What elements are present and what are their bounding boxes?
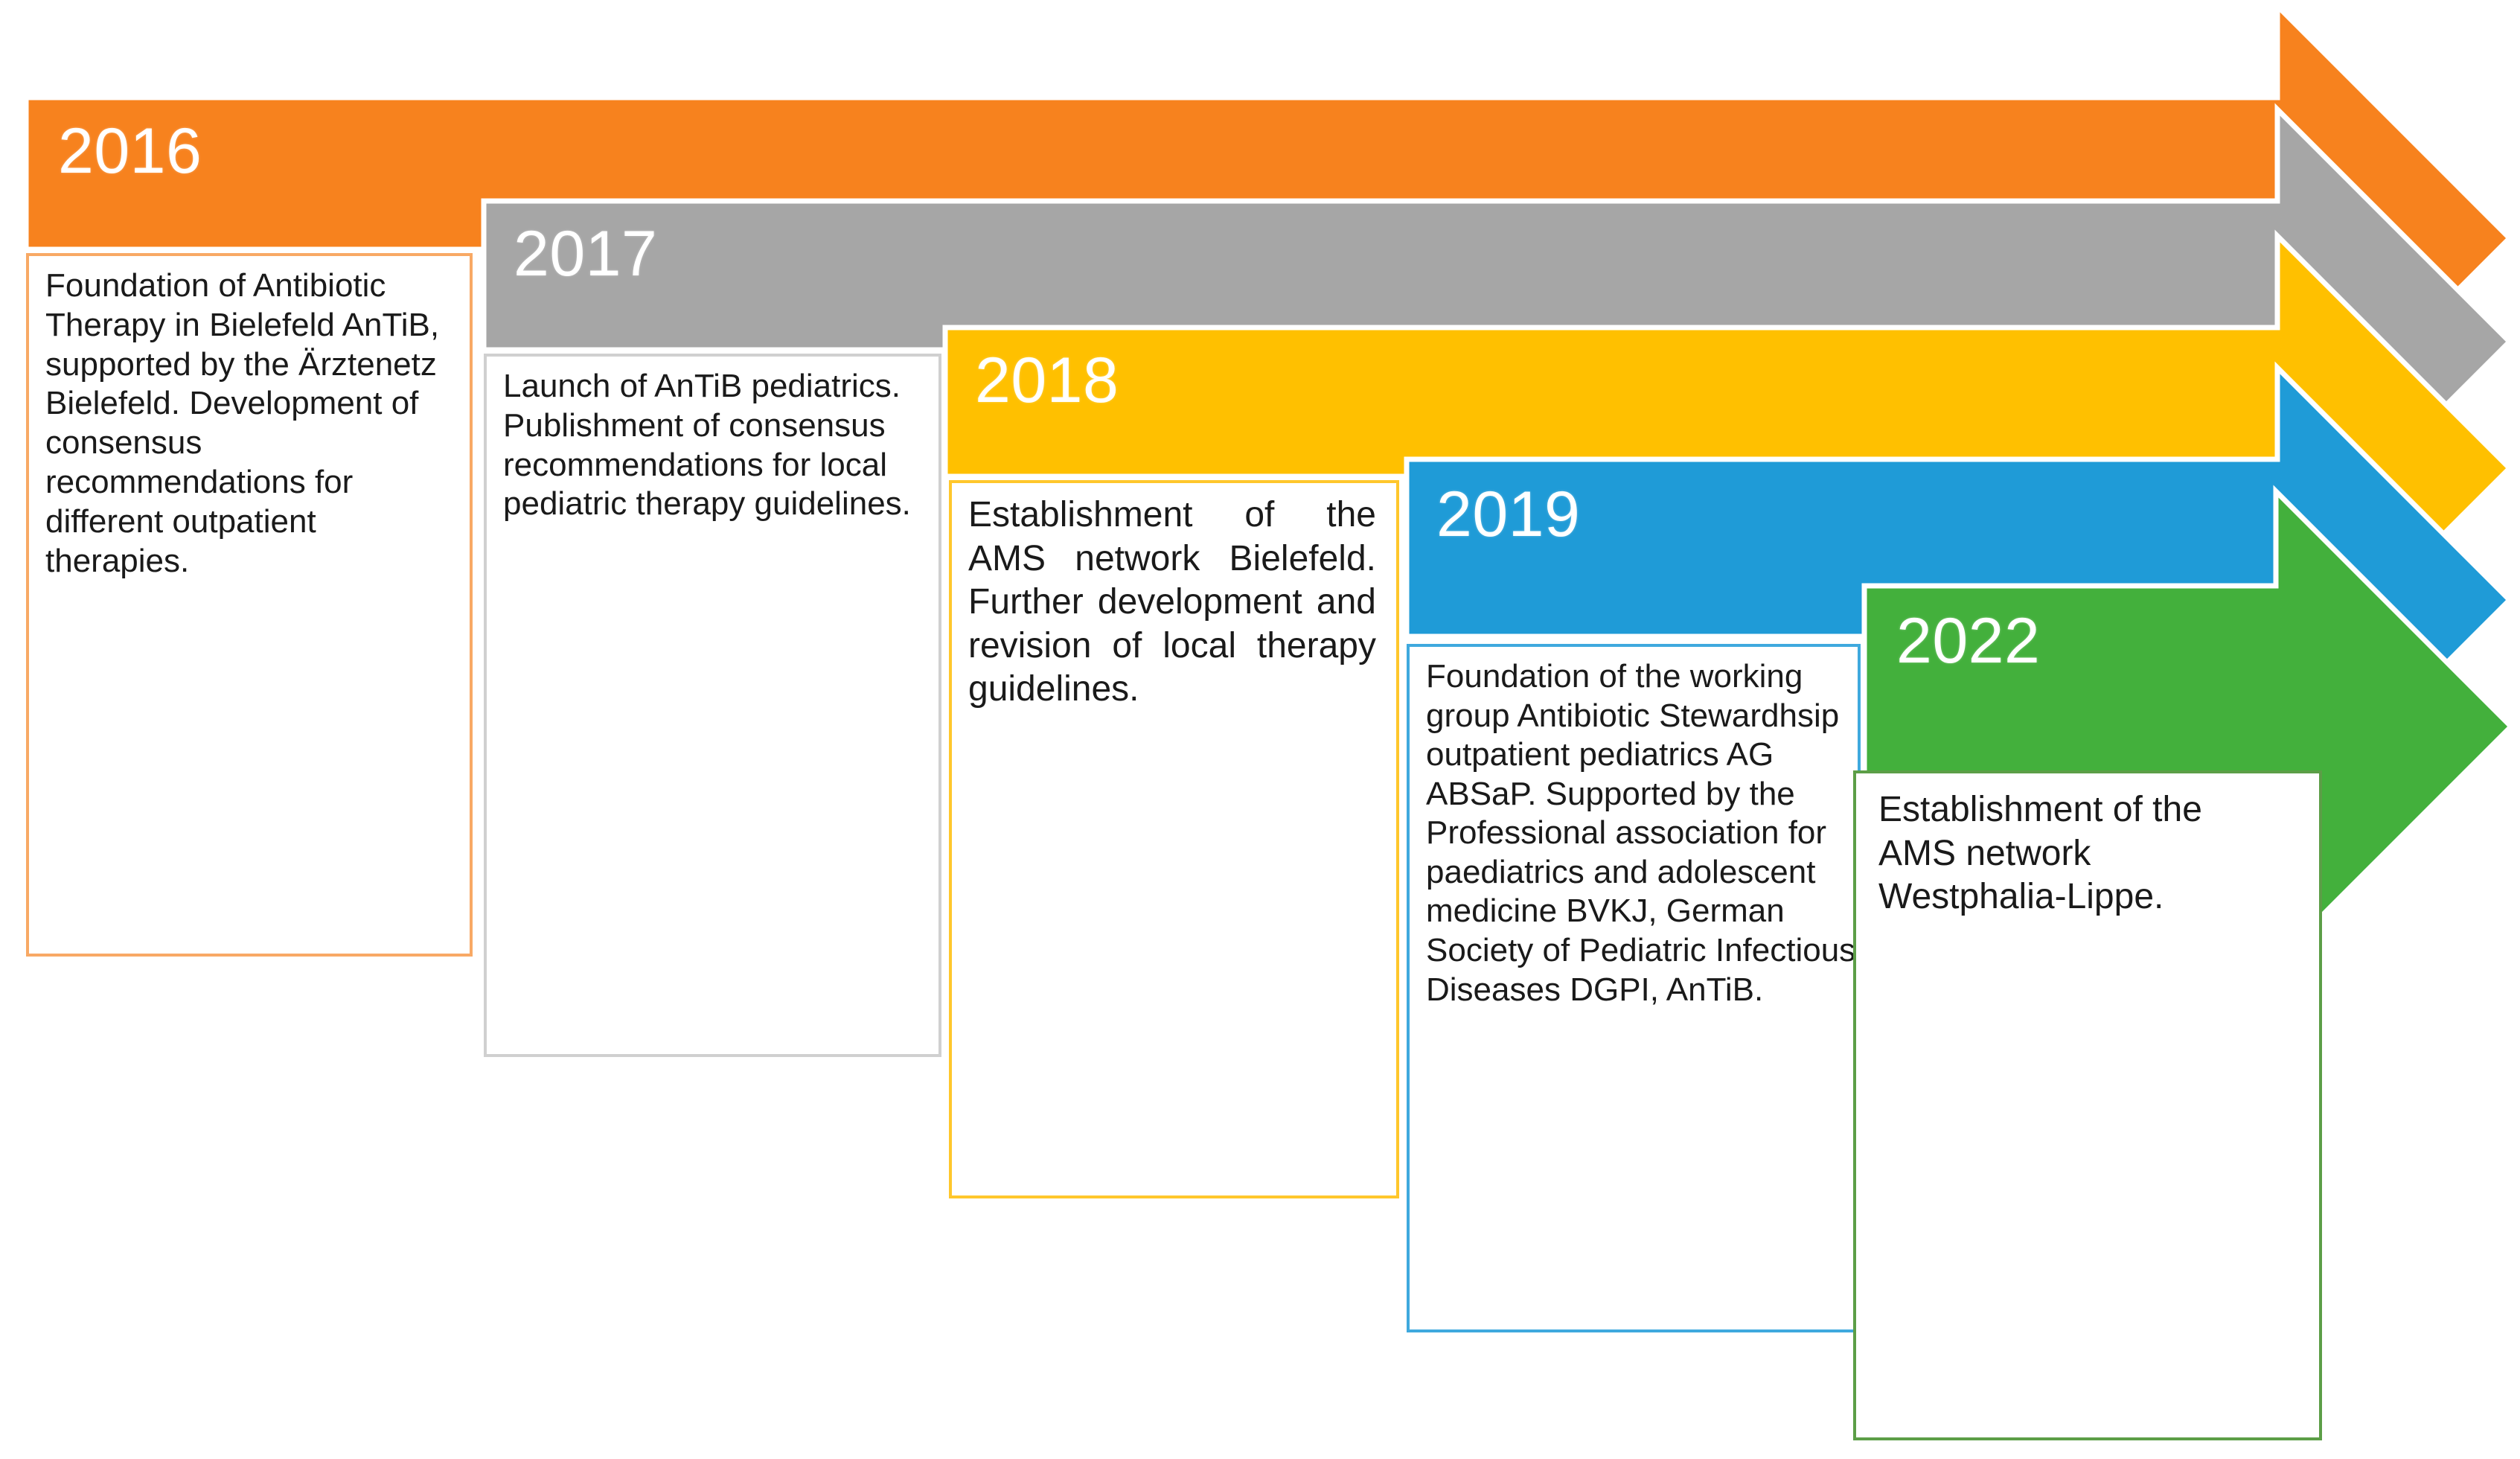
note-box-2018: Establishment of the AMS network Bielefe… xyxy=(949,480,1399,1198)
note-text-2017: Launch of AnTiB pediatrics. Publishment … xyxy=(503,368,911,523)
note-box-2016: Foundation of Antibiotic Therapy in Biel… xyxy=(26,253,473,957)
note-text-2022: Establishment of the AMS network Westpha… xyxy=(1878,790,2202,917)
note-box-2017: Launch of AnTiB pediatrics. Publishment … xyxy=(484,354,941,1057)
year-label-2017: 2017 xyxy=(514,218,658,290)
year-label-2018: 2018 xyxy=(975,345,1119,416)
note-text-2019: Foundation of the working group Antibiot… xyxy=(1426,658,1856,1008)
year-label-2022: 2022 xyxy=(1896,605,2041,677)
note-text-2018: Establishment of the AMS network Bielefe… xyxy=(968,495,1376,709)
year-label-2016: 2016 xyxy=(58,115,202,187)
note-box-2022: Establishment of the AMS network Westpha… xyxy=(1853,770,2322,1440)
year-label-2019: 2019 xyxy=(1436,479,1581,550)
note-text-2016: Foundation of Antibiotic Therapy in Biel… xyxy=(45,267,440,579)
